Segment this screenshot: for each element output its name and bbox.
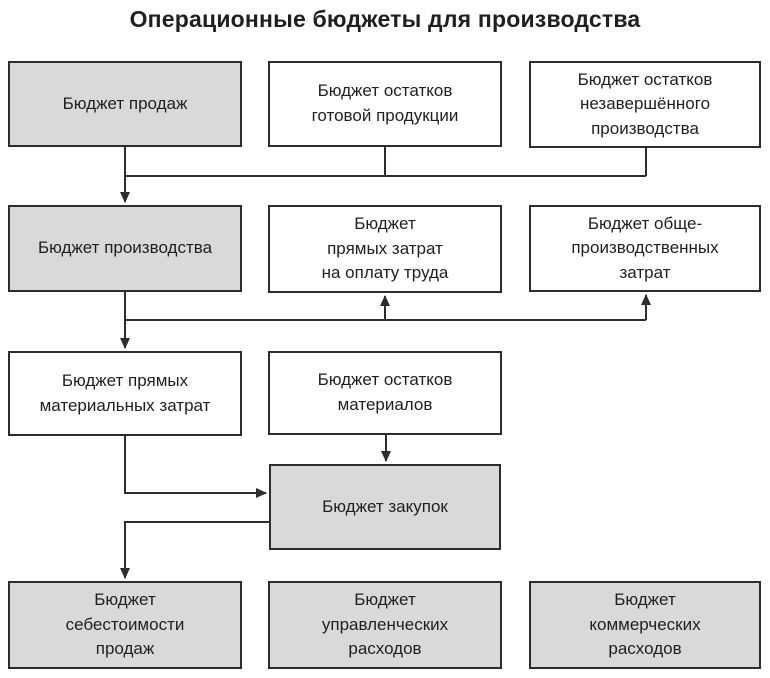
node-wip-stock-budget-label: Бюджет остатков незавершённого производс… <box>577 69 713 138</box>
node-commercial-expenses-budget-label: Бюджет коммерческих расходов <box>589 590 701 659</box>
node-finished-goods-stock-budget: Бюджет остатков готовой продукции <box>268 61 502 147</box>
node-materials-stock-budget-label: Бюджет остатков материалов <box>317 370 453 414</box>
node-overhead-budget: Бюджет обще- производственных затрат <box>529 205 761 292</box>
node-sales-budget-label: Бюджет продаж <box>62 93 188 113</box>
node-cost-of-sales-budget-label: Бюджет себестоимости продаж <box>65 590 185 659</box>
node-sales-budget: Бюджет продаж <box>8 61 242 147</box>
node-administrative-expenses-budget: Бюджет управленческих расходов <box>268 581 502 669</box>
node-overhead-budget-label: Бюджет обще- производственных затрат <box>571 213 719 282</box>
diagram-title: Операционные бюджеты для производства <box>129 6 641 32</box>
edge-direct-materials-to-purchases <box>124 436 267 498</box>
node-administrative-expenses-budget-label: Бюджет управленческих расходов <box>321 590 449 659</box>
node-production-budget-label: Бюджет производства <box>37 238 213 258</box>
node-direct-labor-budget: Бюджет прямых затрат на оплату труда <box>268 205 502 293</box>
node-materials-stock-budget: Бюджет остатков материалов <box>268 351 502 435</box>
node-purchases-budget-label: Бюджет закупок <box>322 496 448 516</box>
node-wip-stock-budget: Бюджет остатков незавершённого производс… <box>529 61 761 148</box>
edge-purchases-to-cost-of-sales <box>120 521 269 579</box>
node-cost-of-sales-budget: Бюджет себестоимости продаж <box>8 581 242 669</box>
node-finished-goods-stock-budget-label: Бюджет остатков готовой продукции <box>311 81 459 125</box>
node-direct-labor-budget-label: Бюджет прямых затрат на оплату труда <box>321 214 449 283</box>
node-commercial-expenses-budget: Бюджет коммерческих расходов <box>529 581 761 669</box>
node-direct-materials-budget-label: Бюджет прямых материальных затрат <box>39 370 211 415</box>
node-production-budget: Бюджет производства <box>8 205 242 292</box>
node-direct-materials-budget: Бюджет прямых материальных затрат <box>8 351 242 436</box>
node-purchases-budget: Бюджет закупок <box>269 464 501 550</box>
